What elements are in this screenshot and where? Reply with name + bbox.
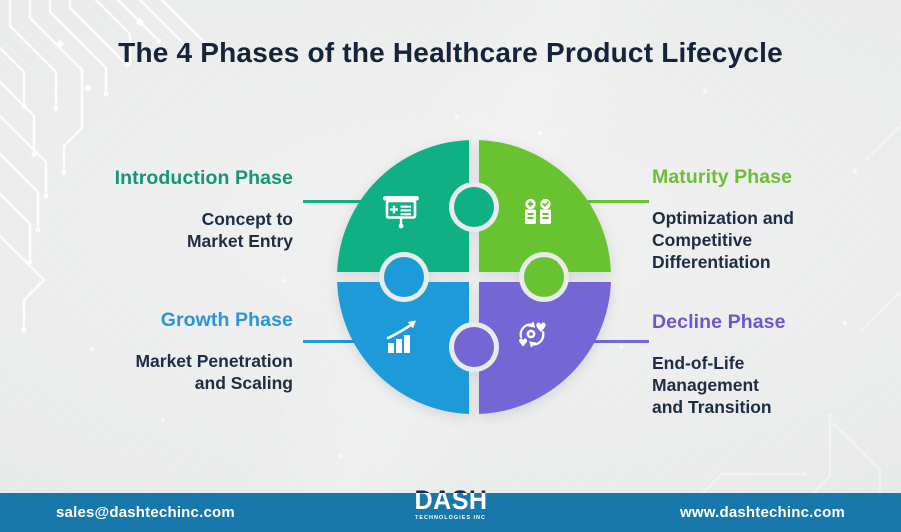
- footer-bar: sales@dashtechinc.com www.dashtechinc.co…: [0, 493, 901, 532]
- connector-line-maturity: [588, 200, 649, 203]
- puzzle-piece-decline: [479, 282, 611, 414]
- heart-glyph-bottom: ♥: [518, 337, 528, 350]
- page-title: The 4 Phases of the Healthcare Product L…: [118, 37, 783, 68]
- knob-neck-introduction: [458, 194, 476, 220]
- dash-logo: DASH DASH TECHNOLOGIES INC: [411, 487, 490, 522]
- puzzle-piece-growth: [337, 282, 469, 414]
- connector-line-growth: [303, 340, 357, 343]
- heart-glyph-top: ♥: [535, 321, 547, 336]
- growth-bar-chart-icon: [386, 320, 416, 353]
- phase-title-growth: Growth Phase: [160, 309, 293, 331]
- care-transition-cycle-icon: ♥ ♥: [518, 321, 547, 350]
- phase-title-decline: Decline Phase: [652, 311, 786, 333]
- phase-title-maturity: Maturity Phase: [652, 166, 793, 188]
- connector-line-introduction: [303, 200, 361, 203]
- puzzle-diagram: ♥ ♥: [337, 140, 611, 414]
- knob-neck-decline: [472, 334, 490, 360]
- logo-title: DASH: [413, 485, 488, 515]
- footer-website: www.dashtechinc.com: [680, 504, 845, 521]
- footer-email: sales@dashtechinc.com: [56, 504, 235, 521]
- logo-subtitle: TECHNOLOGIES INC: [414, 515, 487, 521]
- logo-title-dark-overlay: DASH: [414, 487, 487, 493]
- checklist-plus-check-icon: [525, 198, 551, 224]
- connector-line-decline: [593, 340, 649, 343]
- knob-neck-maturity: [531, 261, 557, 279]
- phase-title-introduction: Introduction Phase: [114, 167, 293, 189]
- presentation-board-medical-icon: [383, 196, 419, 229]
- knob-neck-growth: [391, 275, 417, 293]
